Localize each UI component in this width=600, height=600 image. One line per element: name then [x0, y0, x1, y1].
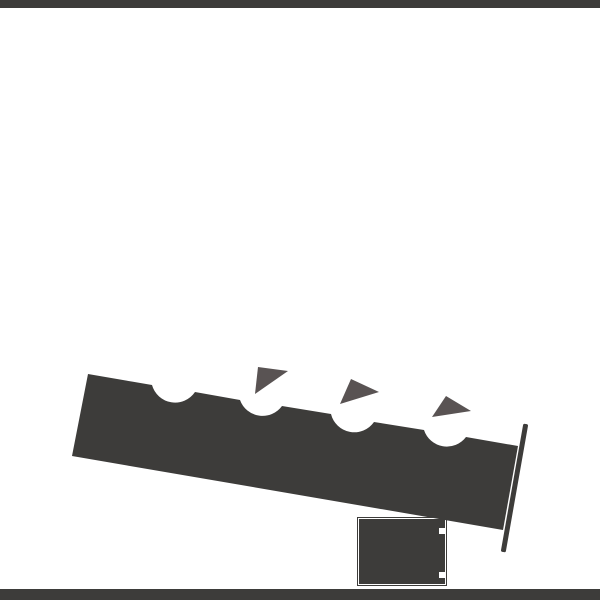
- small-box[interactable]: [357, 517, 447, 586]
- triangle-piece-3[interactable]: [432, 396, 471, 417]
- small-box-notch-bottom: [439, 572, 445, 578]
- bottom-boundary-wall: [0, 589, 600, 600]
- small-box-body: [359, 519, 445, 584]
- end-stopper-plank[interactable]: [500, 423, 529, 553]
- tilted-bar[interactable]: [72, 374, 518, 530]
- triangle-piece-2[interactable]: [340, 379, 379, 404]
- triangle-piece-1[interactable]: [255, 367, 288, 394]
- small-box-outline: [357, 517, 447, 586]
- top-boundary-wall: [0, 0, 600, 8]
- small-box-notch-top: [439, 528, 445, 534]
